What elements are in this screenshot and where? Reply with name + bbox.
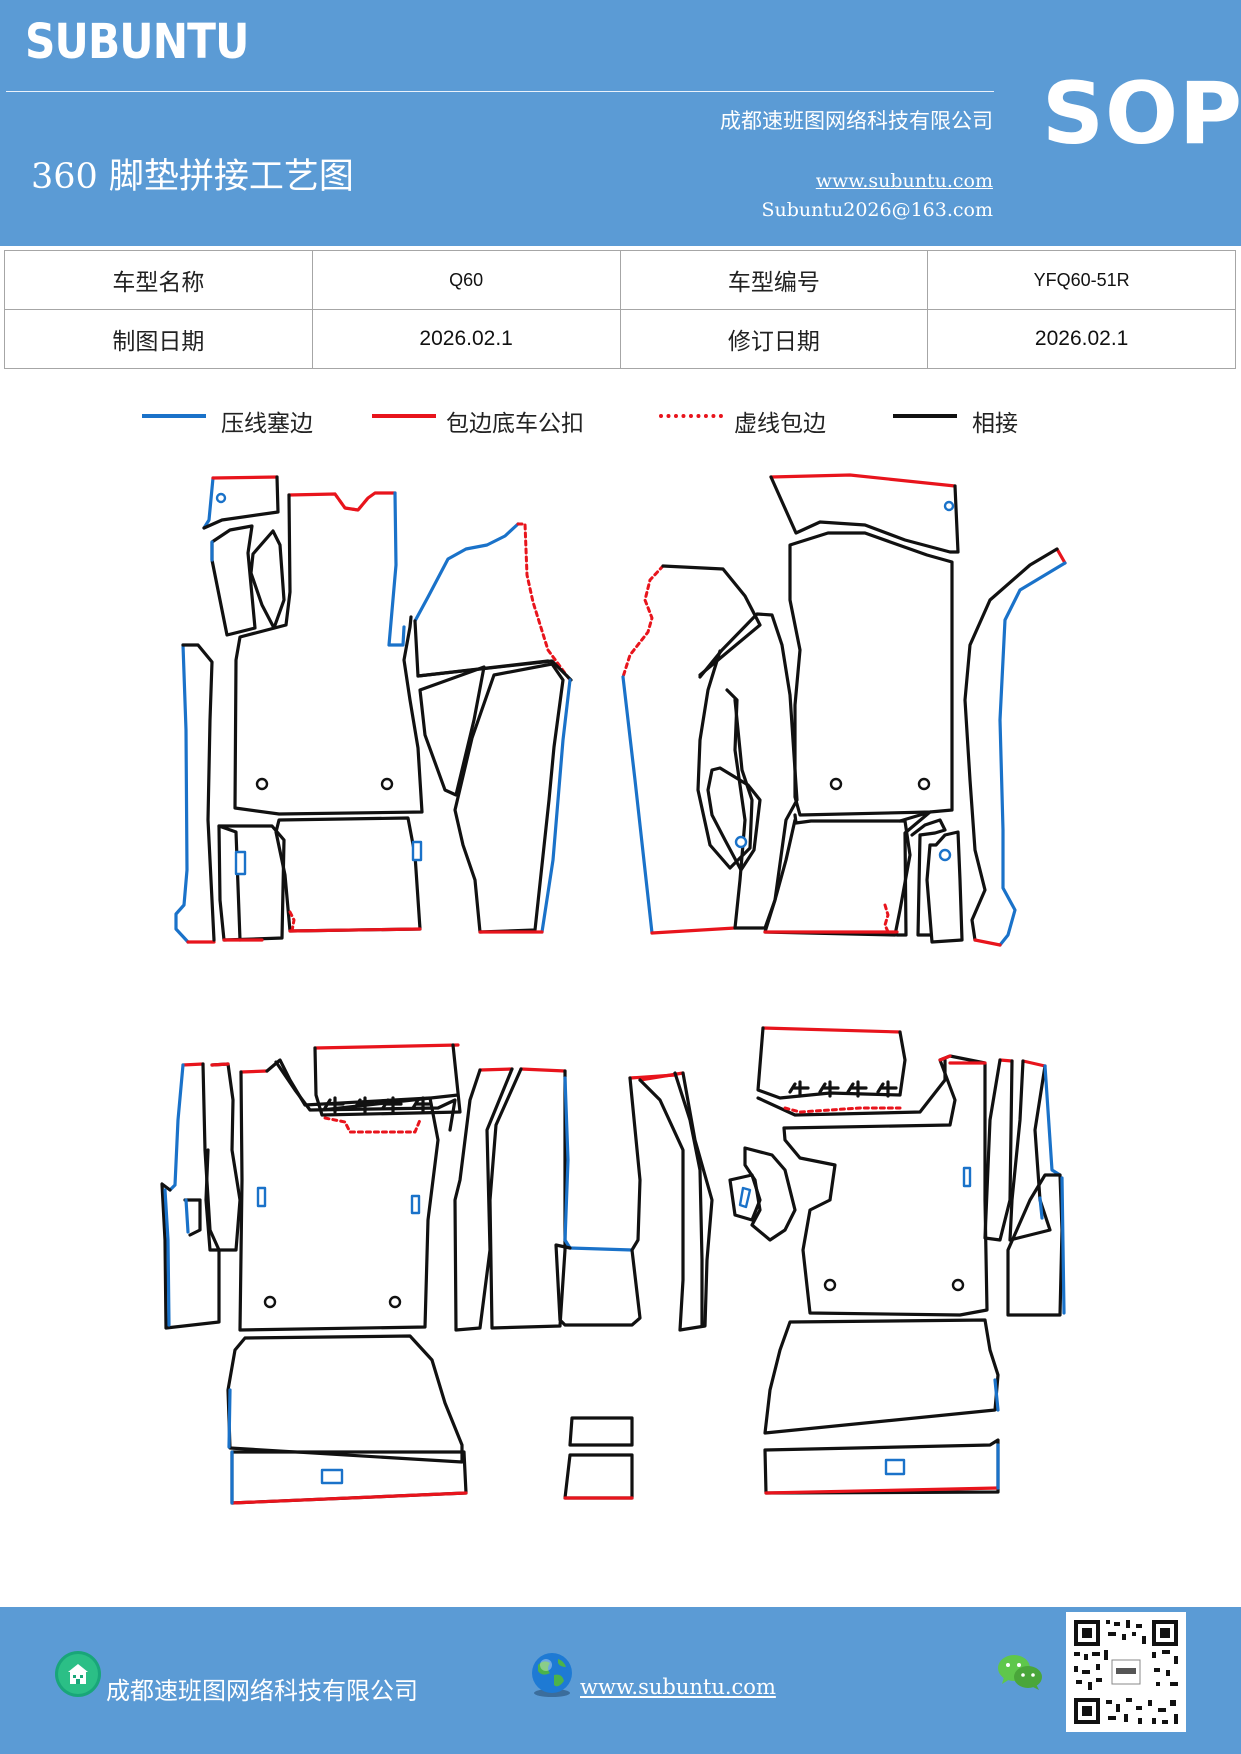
footer-company: 成都速班图网络科技有限公司	[106, 1677, 418, 1705]
model-name-label: 车型名称	[4, 250, 313, 310]
legend-swatch-red	[372, 414, 436, 418]
page-title: 360 脚垫拼接工艺图	[31, 157, 354, 197]
legend-swatch-black	[893, 414, 957, 418]
model-name-value: Q60	[311, 250, 621, 310]
legend-label: 包边底车公扣	[446, 411, 584, 437]
brand-logo: SUBUNTU	[25, 14, 249, 70]
table-row: 车型名称 Q60 车型编号 YFQ60-51R	[4, 250, 1236, 310]
header-banner	[0, 0, 1241, 246]
bottom-middle-tunnel	[554, 1073, 677, 1500]
header-company: 成都速班图网络科技有限公司	[720, 109, 993, 133]
building-icon	[55, 1651, 101, 1697]
header-website-link[interactable]: www.subuntu.com	[815, 170, 993, 192]
legend-swatch-red-dotted	[659, 414, 723, 418]
legend-item-wrap-edge: 包边底车公扣	[372, 404, 612, 438]
legend-label: 压线塞边	[221, 411, 313, 437]
legend-item-joint: 相接	[893, 404, 1043, 438]
legend-label: 虚线包边	[734, 411, 826, 437]
top-left-mat	[174, 475, 573, 944]
footer-website-link[interactable]: www.subuntu.com	[580, 1675, 776, 1699]
revise-date-label: 修订日期	[619, 309, 929, 369]
model-code-value: YFQ60-51R	[927, 250, 1236, 310]
bottom-left-mat	[160, 1043, 567, 1505]
legend-label: 相接	[972, 411, 1018, 437]
header-email: Subuntu2026@163.com	[761, 199, 993, 221]
draw-date-label: 制图日期	[4, 309, 313, 369]
globe-icon	[532, 1653, 572, 1697]
top-right-mat	[621, 473, 1067, 947]
wechat-icon	[998, 1655, 1042, 1690]
draw-date-value: 2026.02.1	[311, 309, 621, 369]
qr-code[interactable]	[1066, 1612, 1186, 1732]
revise-date-value: 2026.02.1	[927, 309, 1236, 369]
info-table: 车型名称 Q60 车型编号 YFQ60-51R 制图日期 2026.02.1 修…	[4, 250, 1236, 369]
table-row: 制图日期 2026.02.1 修订日期 2026.02.1	[4, 309, 1236, 369]
model-code-label: 车型编号	[619, 250, 929, 310]
legend-swatch-blue	[142, 414, 206, 418]
legend-item-dashed-edge: 虚线包边	[659, 404, 859, 438]
sop-badge: SOP	[1042, 64, 1241, 164]
header-divider	[6, 91, 994, 92]
bottom-right-mat	[638, 1026, 1066, 1495]
legend-item-pressline: 压线塞边	[142, 404, 342, 438]
